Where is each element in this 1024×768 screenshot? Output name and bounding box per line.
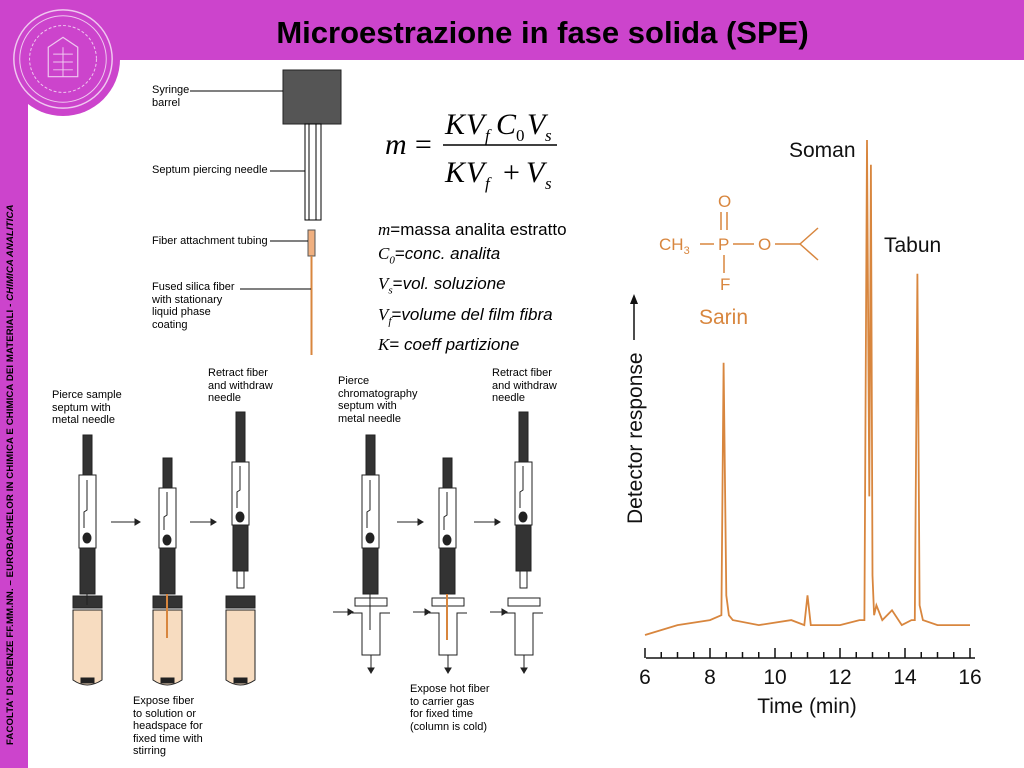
fiber-tubing-label: Fiber attachment tubing <box>152 235 268 247</box>
spme-syringe <box>190 69 342 355</box>
svg-text:C: C <box>496 108 517 141</box>
step-pierce-chroma-label: Pierce chromatography septum with metal … <box>338 375 418 425</box>
svg-text:0: 0 <box>516 126 525 145</box>
sarin-structure: O CH3 P O F <box>659 192 771 294</box>
peak-label-soman: Soman <box>789 139 856 162</box>
x-ticks <box>644 648 971 658</box>
septum-needle-label: Septum piercing needle <box>152 164 268 176</box>
university-seal-logo <box>5 1 121 117</box>
step-pierce-sample-label: Pierce sample septum with metal needle <box>52 389 122 426</box>
formula-lhs: m <box>385 128 407 161</box>
step-retract-2-label: Retract fiber and withdraw needle <box>492 367 557 404</box>
svg-text:K: K <box>444 156 467 189</box>
x-tick-labels: 6 8 10 12 14 16 <box>639 666 982 689</box>
step-expose-hot-label: Expose hot fiber to carrier gas for fixe… <box>410 683 490 733</box>
procedure-steps <box>72 411 543 686</box>
svg-text:V: V <box>526 156 548 189</box>
legend-item-vf: Vf=volume del film fibra <box>378 304 553 328</box>
chromatogram-trace <box>644 139 970 636</box>
x-tick-label: 10 <box>763 666 786 689</box>
legend-item-c0: C0=conc. analita <box>378 244 501 267</box>
step-retract-1-label: Retract fiber and withdraw needle <box>208 367 273 404</box>
structure-o-right: O <box>758 235 771 254</box>
title-bar <box>0 0 1024 60</box>
svg-text:K: K <box>444 108 467 141</box>
x-tick-label: 12 <box>828 666 851 689</box>
structure-p: P <box>718 235 729 254</box>
x-tick-label: 16 <box>958 666 981 689</box>
extraction-formula: m = K V f C 0 V s K V f + V s <box>385 108 557 193</box>
side-banner <box>0 0 28 768</box>
peak-label-tabun: Tabun <box>884 234 941 257</box>
step-expose-fiber-label: Expose fiber to solution or headspace fo… <box>133 695 203 757</box>
svg-text:s: s <box>545 174 552 193</box>
formula-legend: m=massa analita estratto C0=conc. analit… <box>378 218 567 357</box>
svg-text:s: s <box>545 126 552 145</box>
formula-numerator: K V f C 0 V s <box>444 108 552 145</box>
structure-bonds <box>700 212 819 273</box>
x-tick-label: 14 <box>893 666 917 689</box>
x-tick-label: 8 <box>704 666 716 689</box>
fused-silica-label: Fused silica fiber with stationary liqui… <box>152 281 235 331</box>
legend-item-k: K= coeff partizione <box>378 335 520 355</box>
x-axis-label: Time (min) <box>757 695 857 718</box>
structure-ch3: CH3 <box>659 235 690 257</box>
legend-item-m: m=massa analita estratto <box>378 220 567 239</box>
x-tick-label: 6 <box>639 666 651 689</box>
svg-text:V: V <box>466 108 488 141</box>
y-axis-label-group: Detector response <box>624 294 647 524</box>
peak-labels: Sarin Soman Tabun <box>699 139 941 329</box>
svg-text:+: + <box>503 156 520 189</box>
page-title: Microestrazione in fase solida (SPE) <box>276 15 809 50</box>
svg-text:f: f <box>485 126 492 145</box>
y-axis-label: Detector response <box>624 352 647 524</box>
svg-text:f: f <box>485 174 492 193</box>
chromatogram-chart: O CH3 P O F 6 8 10 12 14 16 Time (min) D… <box>624 139 982 718</box>
formula-equals: = <box>413 128 433 161</box>
structure-o-top: O <box>718 192 731 211</box>
peak-label-sarin: Sarin <box>699 306 748 329</box>
legend-item-vs: Vs=vol. soluzione <box>378 274 506 297</box>
syringe-barrel-label: Syringe barrel <box>152 84 190 109</box>
svg-text:V: V <box>527 108 549 141</box>
svg-text:V: V <box>466 156 488 189</box>
formula-denominator: K V f + V s <box>444 156 552 193</box>
structure-f: F <box>720 275 730 294</box>
